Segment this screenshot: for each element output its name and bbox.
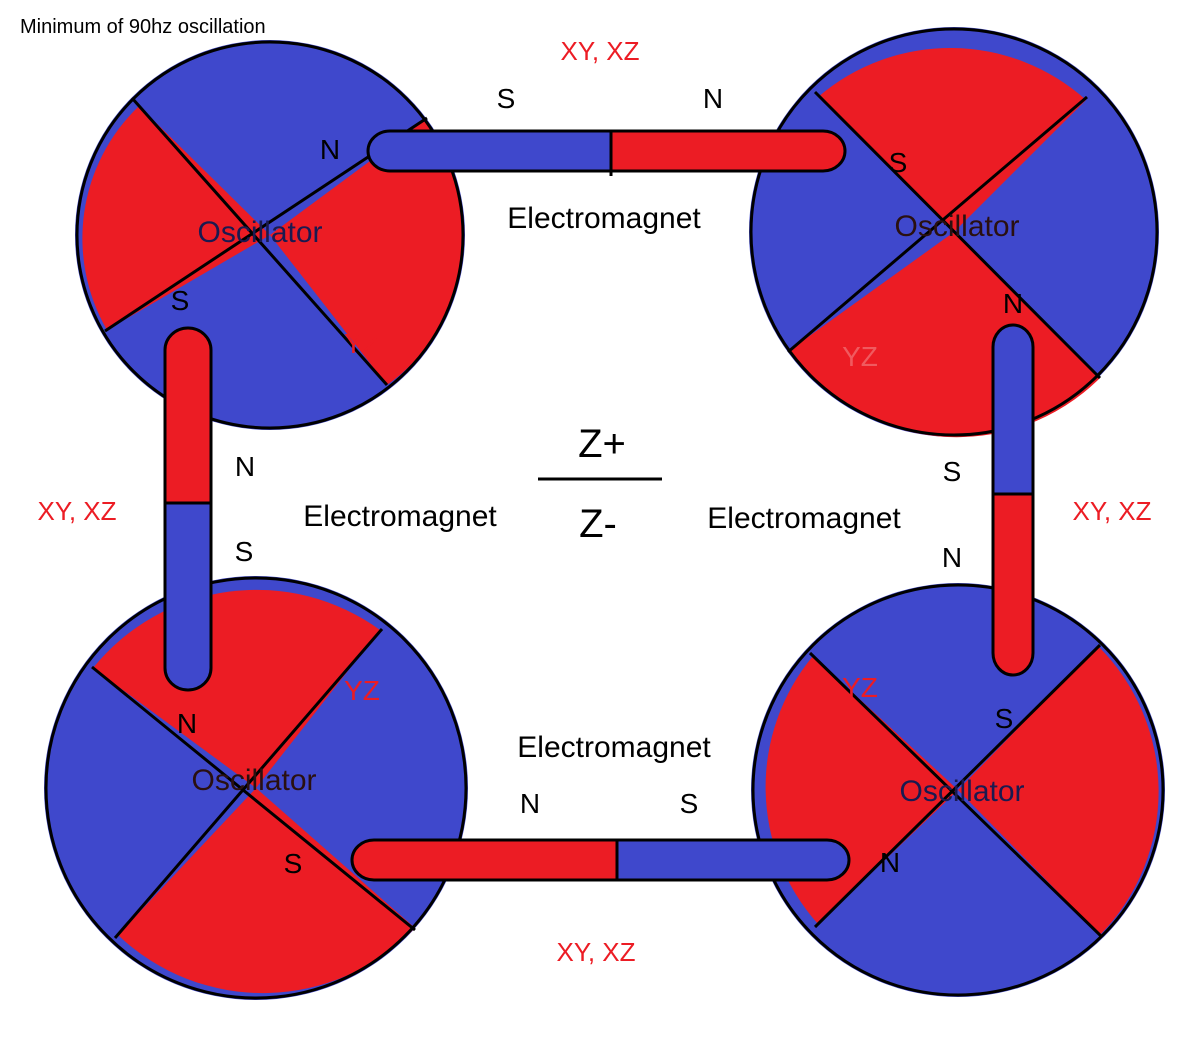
oscillator-bottom-left-sector-bottom (118, 788, 415, 994)
electromagnet-left-pole-n: N (235, 451, 255, 482)
electromagnet-top (366, 129, 847, 176)
electromagnet-left (163, 326, 213, 692)
electromagnet-top-pole-s: S (497, 83, 516, 114)
oscillator-bottom-right-pole-n: N (880, 847, 900, 878)
oscillator-top-left-sector-left (82, 106, 270, 330)
oscillator-bottom-left-label: Oscillator (191, 764, 316, 797)
electromagnet-left-plane: XY, XZ (37, 496, 116, 526)
oscillator-bottom-left-pole-n: N (177, 708, 197, 739)
oscillator-top-right-plane: YZ (842, 341, 878, 372)
electromagnet-bottom-pole-n: N (520, 788, 540, 819)
z-minus-label: Z- (579, 502, 617, 546)
oscillator-top-left-plane: YZ (344, 328, 380, 359)
electromagnet-top-label: Electromagnet (507, 202, 701, 235)
electromagnet-right-pole-s: S (943, 456, 962, 487)
oscillator-top-right-pole-n: N (1003, 288, 1023, 319)
oscillator-top-left-pole-n: N (320, 134, 340, 165)
electromagnet-left-label: Electromagnet (303, 500, 497, 533)
oscillator-bottom-left-plane: YZ (344, 675, 380, 706)
electromagnet-right-label: Electromagnet (707, 502, 901, 535)
electromagnet-right-pole-n: N (942, 542, 962, 573)
oscillator-top-left-sector-right (270, 121, 465, 385)
oscillator-top-right-sector-top (818, 47, 1086, 232)
oscillator-top-left-label: Oscillator (197, 216, 322, 249)
electromagnet-right-plane: XY, XZ (1072, 496, 1151, 526)
electromagnet-top-pole-n: N (703, 83, 723, 114)
oscillator-top-left-pole-s: S (171, 285, 190, 316)
oscillator-bottom-right-pole-s: S (995, 703, 1014, 734)
electromagnet-left-pole-s: S (235, 536, 254, 567)
oscillator-top-right-label: Oscillator (894, 210, 1019, 243)
electromagnet-bottom-label: Electromagnet (517, 731, 711, 764)
oscillation-note: Minimum of 90hz oscillation (20, 16, 266, 38)
electromagnet-top-plane: XY, XZ (560, 36, 639, 66)
electromagnet-bottom (350, 838, 851, 882)
oscillator-bottom-right-label: Oscillator (899, 775, 1024, 808)
electromagnet-right (991, 323, 1035, 677)
oscillator-top-right (749, 27, 1159, 438)
oscillator-bottom-right-plane: YZ (842, 672, 878, 703)
oscillator-top-right-pole-s: S (889, 147, 908, 178)
electromagnet-bottom-pole-s: S (680, 788, 699, 819)
electromagnet-bottom-plane: XY, XZ (556, 937, 635, 967)
oscillator-bottom-left (44, 576, 468, 1000)
oscillator-bottom-right-sector-right (958, 646, 1159, 935)
oscillator-bottom-left-pole-s: S (284, 848, 303, 879)
z-plus-label: Z+ (578, 422, 626, 466)
